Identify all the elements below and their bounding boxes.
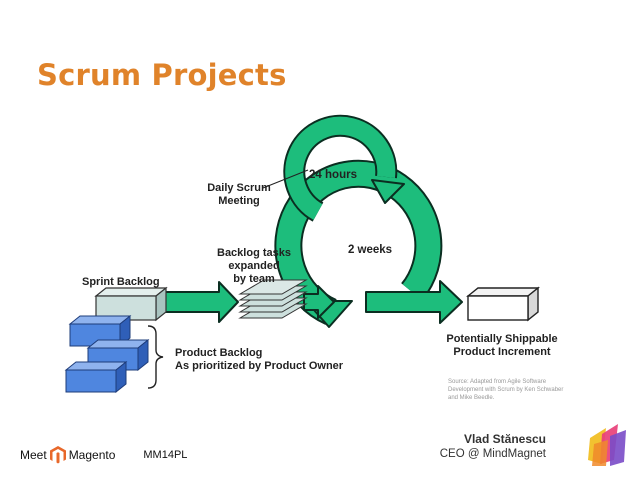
event-code: MM14PL	[143, 449, 188, 461]
source-note: Source: Adapted from Agile Software Deve…	[448, 379, 564, 401]
flow-arrow-tasks-to-cycle	[303, 285, 335, 319]
product-backlog-brace	[147, 325, 164, 389]
cycle-2w-label: 2 weeks	[348, 244, 392, 256]
brand-right-text: Magento	[68, 448, 116, 462]
product-increment-block	[466, 286, 540, 322]
flow-arrow-cycle-to-increment	[365, 280, 463, 324]
backlog-tasks-stack	[238, 279, 308, 319]
daily-meeting-label-line1: Daily Scrum	[207, 182, 271, 194]
presenter-role: CEO @ MindMagnet	[439, 448, 546, 460]
increment-label-line2: Product Increment	[453, 346, 551, 358]
backlog-tasks-label-line3: by team	[233, 273, 275, 285]
sprint-backlog-block	[94, 286, 168, 322]
brand-left-text: Meet	[20, 448, 47, 462]
daily-meeting-pointer	[262, 169, 309, 189]
backlog-tasks-label-line1: Backlog tasks	[217, 247, 291, 259]
slide-title: Scrum Projects	[37, 58, 287, 92]
product-backlog-label-line2: As prioritized by Product Owner	[175, 360, 344, 372]
increment-label-line1: Potentially Shippable	[446, 333, 557, 345]
presenter-info: Vlad Stănescu CEO @ MindMagnet	[440, 432, 546, 460]
daily-cycle-ring	[283, 114, 405, 222]
flow-arrow-sprint-to-tasks	[164, 281, 239, 323]
product-backlog-label-line1: Product Backlog	[175, 347, 262, 359]
daily-meeting-label-line2: Meeting	[218, 195, 260, 207]
meet-magento-logo: Meet Magento MM14PL	[20, 444, 187, 466]
mindmagnet-logo-icon	[588, 424, 626, 466]
magento-icon	[49, 446, 66, 464]
sprint-backlog-label: Sprint Backlog	[82, 276, 160, 288]
cycle-24h-label: 24 hours	[309, 169, 357, 181]
presenter-name: Vlad Stănescu	[463, 432, 546, 446]
product-backlog-blocks	[64, 314, 150, 394]
backlog-tasks-label-line2: expanded	[228, 260, 279, 272]
